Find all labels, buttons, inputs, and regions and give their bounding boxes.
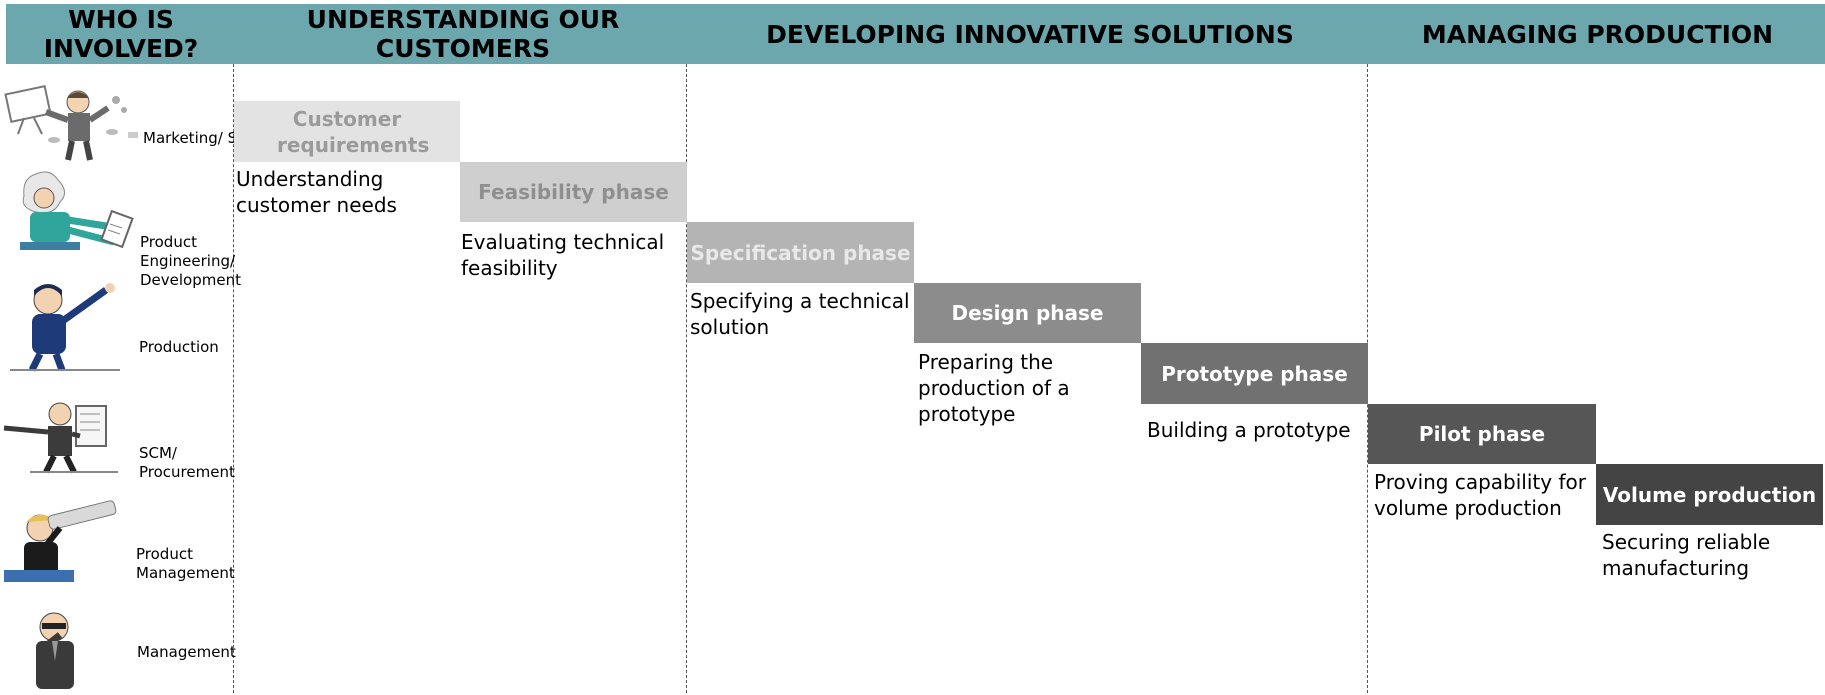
header-band: [6, 4, 1825, 64]
engineer-cartoon-icon: [14, 168, 138, 258]
divider-understanding: [686, 64, 687, 693]
role-label-production: Production: [139, 338, 219, 356]
phase-box-design: Design phase: [914, 283, 1141, 343]
header-understanding-customers: UNDERSTANDING OUR CUSTOMERS: [306, 5, 620, 63]
role-label-engineering-text: Product Engineering/ Development: [140, 233, 241, 289]
phase-box-volume-production: Volume production: [1596, 464, 1823, 525]
header-managing-production: MANAGING PRODUCTION: [1421, 19, 1774, 49]
phase-box-feasibility: Feasibility phase: [460, 162, 687, 222]
role-label-product-management: Product Management: [136, 545, 235, 583]
role-label-product-management-text: Product Management: [136, 545, 235, 582]
divider-who: [233, 64, 234, 693]
phase-box-specification: Specification phase: [687, 222, 914, 283]
header-who-is-involved: WHO IS INVOLVED?: [43, 5, 199, 63]
role-label-procurement: SCM/ Procurement: [139, 444, 235, 482]
role-label-engineering: Product Engineering/ Development: [140, 233, 241, 290]
production-cartoon-icon: [10, 280, 120, 376]
telescope-cartoon-icon: [4, 498, 120, 586]
marketing-cartoon-icon: [4, 82, 140, 166]
phase-box-pilot: Pilot phase: [1368, 404, 1596, 464]
phase-desc-customer-requirements: Understanding customer needs: [236, 167, 397, 217]
phase-desc-prototype: Building a prototype: [1147, 418, 1351, 442]
header-developing-solutions: DEVELOPING INNOVATIVE SOLUTIONS: [766, 19, 1294, 49]
phase-title-customer-requirements: Customer requirements: [277, 106, 430, 157]
role-label-procurement-text: SCM/ Procurement: [139, 444, 235, 481]
phase-desc-specification: Specifying a technical solution: [690, 289, 910, 339]
phase-desc-feasibility: Evaluating technical feasibility: [461, 230, 665, 280]
phase-box-prototype: Prototype phase: [1141, 343, 1368, 404]
phase-desc-pilot: Proving capability for volume production: [1374, 470, 1586, 520]
phase-desc-design: Preparing the production of a prototype: [918, 350, 1070, 426]
role-label-management: Management: [137, 643, 236, 661]
procurement-cartoon-icon: [0, 392, 120, 478]
manager-cartoon-icon: [16, 605, 96, 695]
phase-box-customer-requirements: Customer requirements: [234, 101, 460, 162]
phase-desc-volume-production: Securing reliable manufacturing: [1602, 530, 1771, 580]
